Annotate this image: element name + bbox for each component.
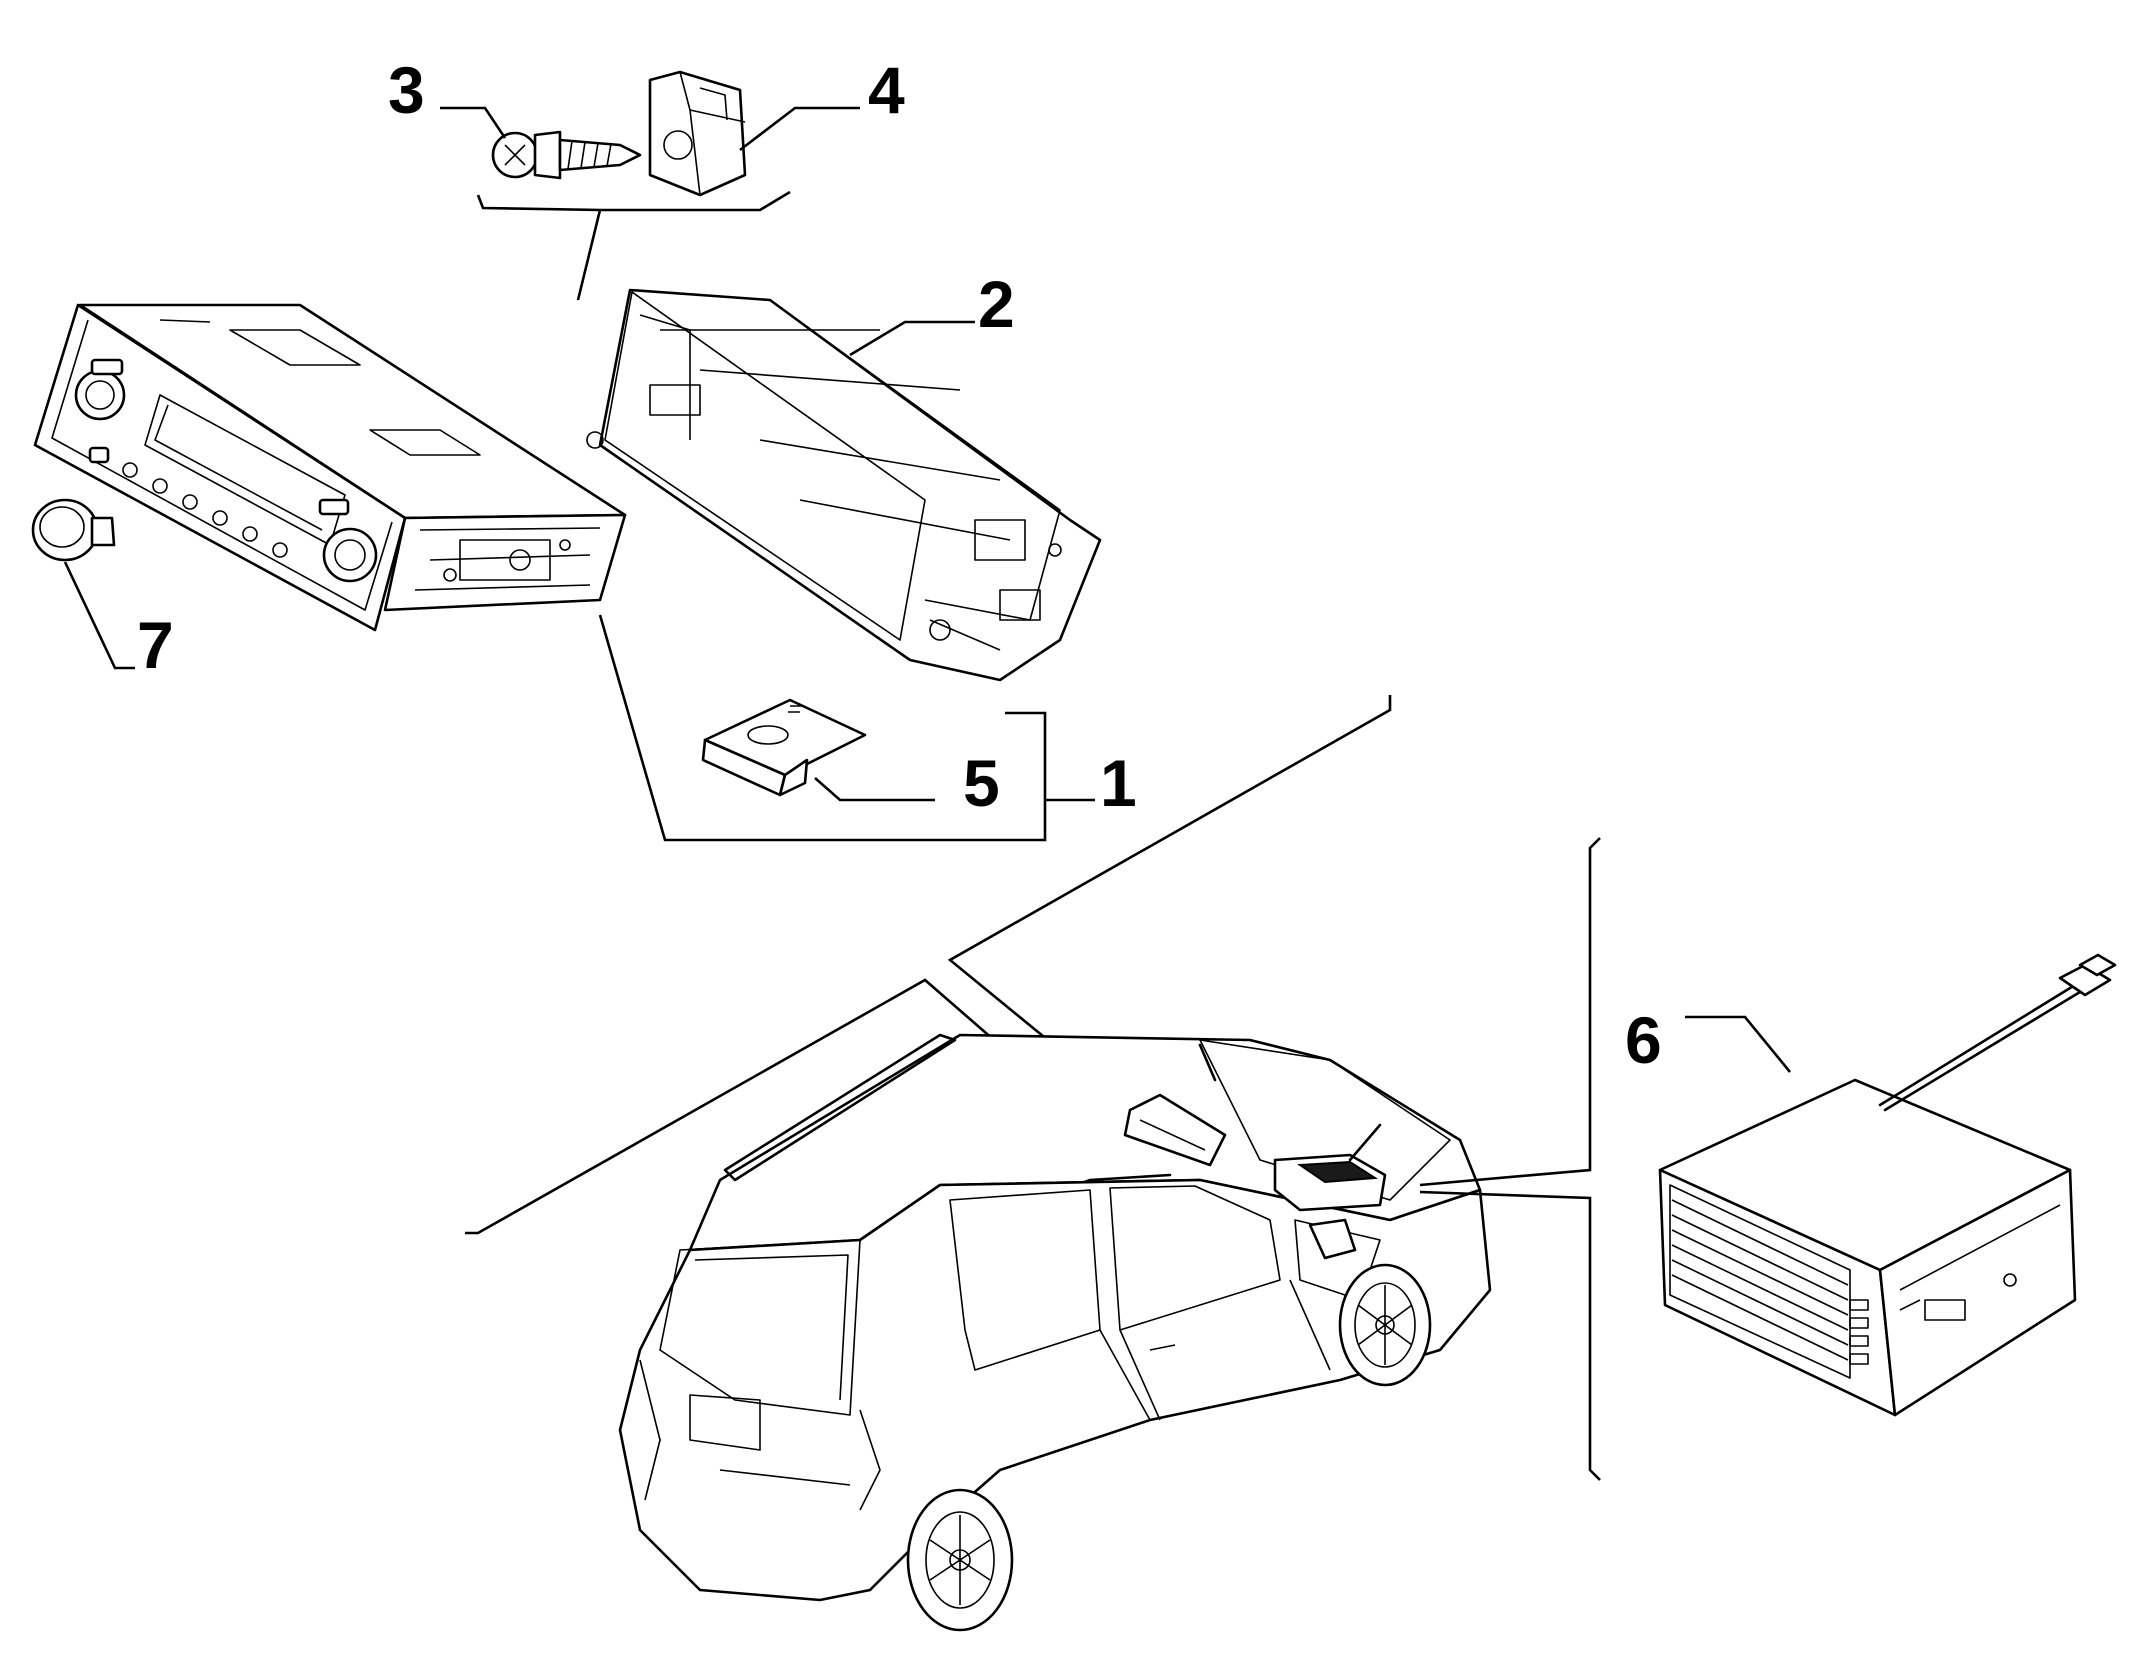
amplifier-unit-part-6[interactable] [1658,953,2117,1417]
group-bracket-6 [1419,837,1601,1481]
leader-line-6 [1685,1015,1792,1073]
leader-line-5 [814,777,935,802]
mounting-cage-part-2[interactable] [586,288,1102,682]
callout-1: 1 [1100,746,1137,820]
callout-2: 2 [978,267,1015,341]
clip-part-4[interactable] [648,70,747,197]
callout-3: 3 [388,53,425,127]
callout-5: 5 [963,746,1000,820]
screw-part-3[interactable] [491,130,642,180]
callout-4: 4 [868,53,905,127]
leader-line-4 [739,106,860,152]
leader-line-3 [440,106,507,139]
radio-unit-part-1[interactable] [33,303,627,632]
car-illustration [618,1033,1492,1632]
leader-line-2 [849,320,975,357]
leader-line-7 [63,561,135,670]
callout-7: 7 [137,608,174,682]
group-bracket-3-4 [476,190,791,301]
group-bracket-1 [598,614,1047,842]
release-tool-part-5[interactable] [701,698,867,797]
callout-6: 6 [1625,1003,1662,1077]
knob-part-7[interactable] [31,498,116,562]
